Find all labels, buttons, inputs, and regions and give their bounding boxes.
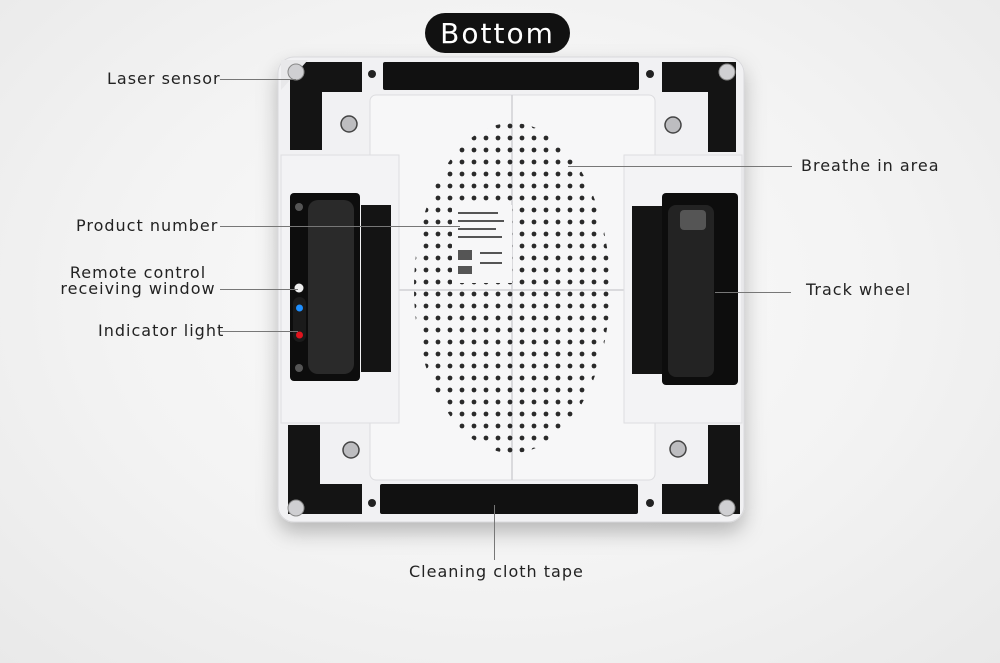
leader-breathe-area [568,166,792,167]
left-track-wheel [290,193,391,381]
leader-product-number [220,226,460,227]
label-remote-line1: Remote control [69,263,207,282]
leader-track-wheel [715,292,791,293]
indicator-light-red [296,331,303,339]
leader-remote-window [220,289,298,290]
product-number-label [458,212,504,274]
right-track-wheel [632,193,738,385]
label-laser-sensor: Laser sensor [107,69,221,88]
label-remote-line2: receiving window [60,279,216,298]
title-badge: Bottom [425,13,570,53]
cleaning-cloth-pads [288,62,740,514]
laser-sensors [281,60,736,517]
indicator-light-blue [296,304,303,312]
label-indicator-light: Indicator light [98,321,225,340]
leader-laser-sensor [220,79,296,80]
indicator-strip [293,203,306,372]
label-breathe-in-area: Breathe in area [801,156,940,175]
leader-indicator-light [220,331,298,332]
label-cleaning-cloth-tape: Cleaning cloth tape [409,562,584,581]
leader-cloth-tape [494,505,495,560]
title-text: Bottom [440,16,555,50]
label-remote-control: Remote control receiving window [52,265,224,297]
label-product-number: Product number [76,216,219,235]
breathe-in-grid [414,123,610,453]
screws [340,115,687,459]
label-track-wheel: Track wheel [806,280,912,299]
